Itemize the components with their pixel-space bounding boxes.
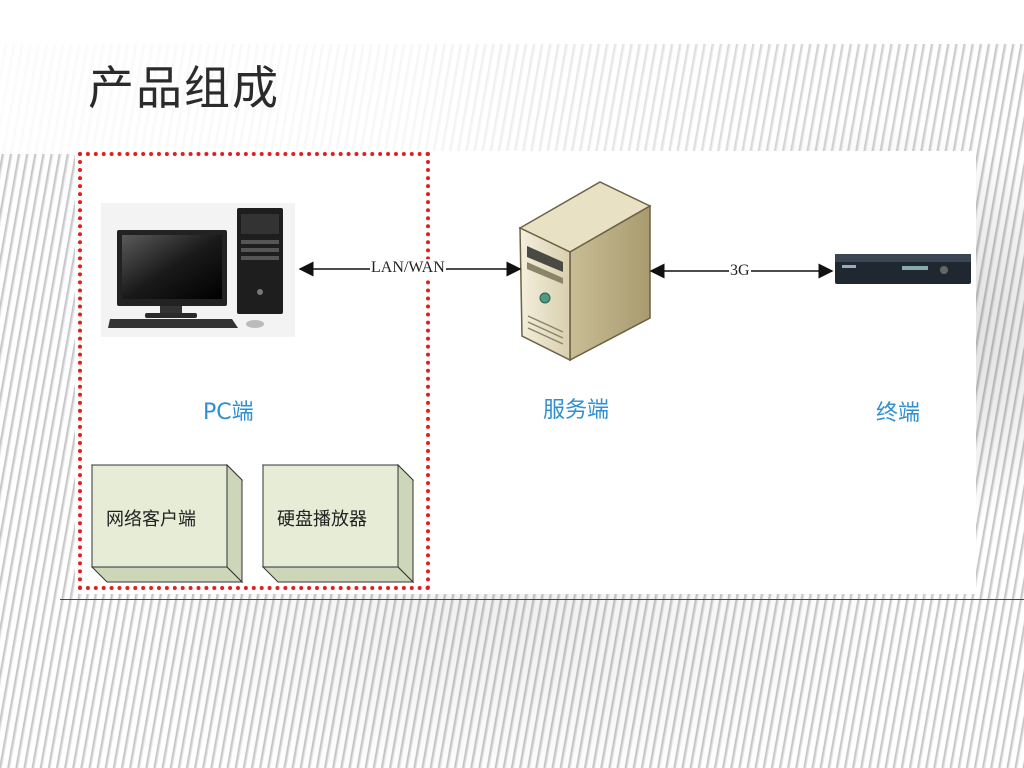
network-client-box — [90, 463, 244, 584]
divider-rule — [60, 599, 1024, 600]
terminal-label: 终端 — [876, 401, 921, 426]
pc-label: PC端 — [203, 400, 254, 425]
title-band — [0, 0, 1024, 44]
desktop-computer-icon — [101, 203, 295, 337]
disk-player-label: 硬盘播放器 — [277, 509, 367, 530]
title-fade — [0, 44, 1024, 154]
server-label: 服务端 — [543, 398, 610, 423]
network-client-label: 网络客户端 — [106, 509, 196, 530]
pc-group-outline — [78, 152, 430, 590]
dvr-device-icon — [835, 254, 971, 284]
slide-title: 产品组成 — [88, 61, 280, 115]
connection-label-lan-wan: LAN/WAN — [370, 259, 446, 277]
disk-player-box — [261, 463, 415, 584]
connection-label-3g: 3G — [729, 262, 751, 280]
server-tower-icon — [518, 181, 652, 362]
